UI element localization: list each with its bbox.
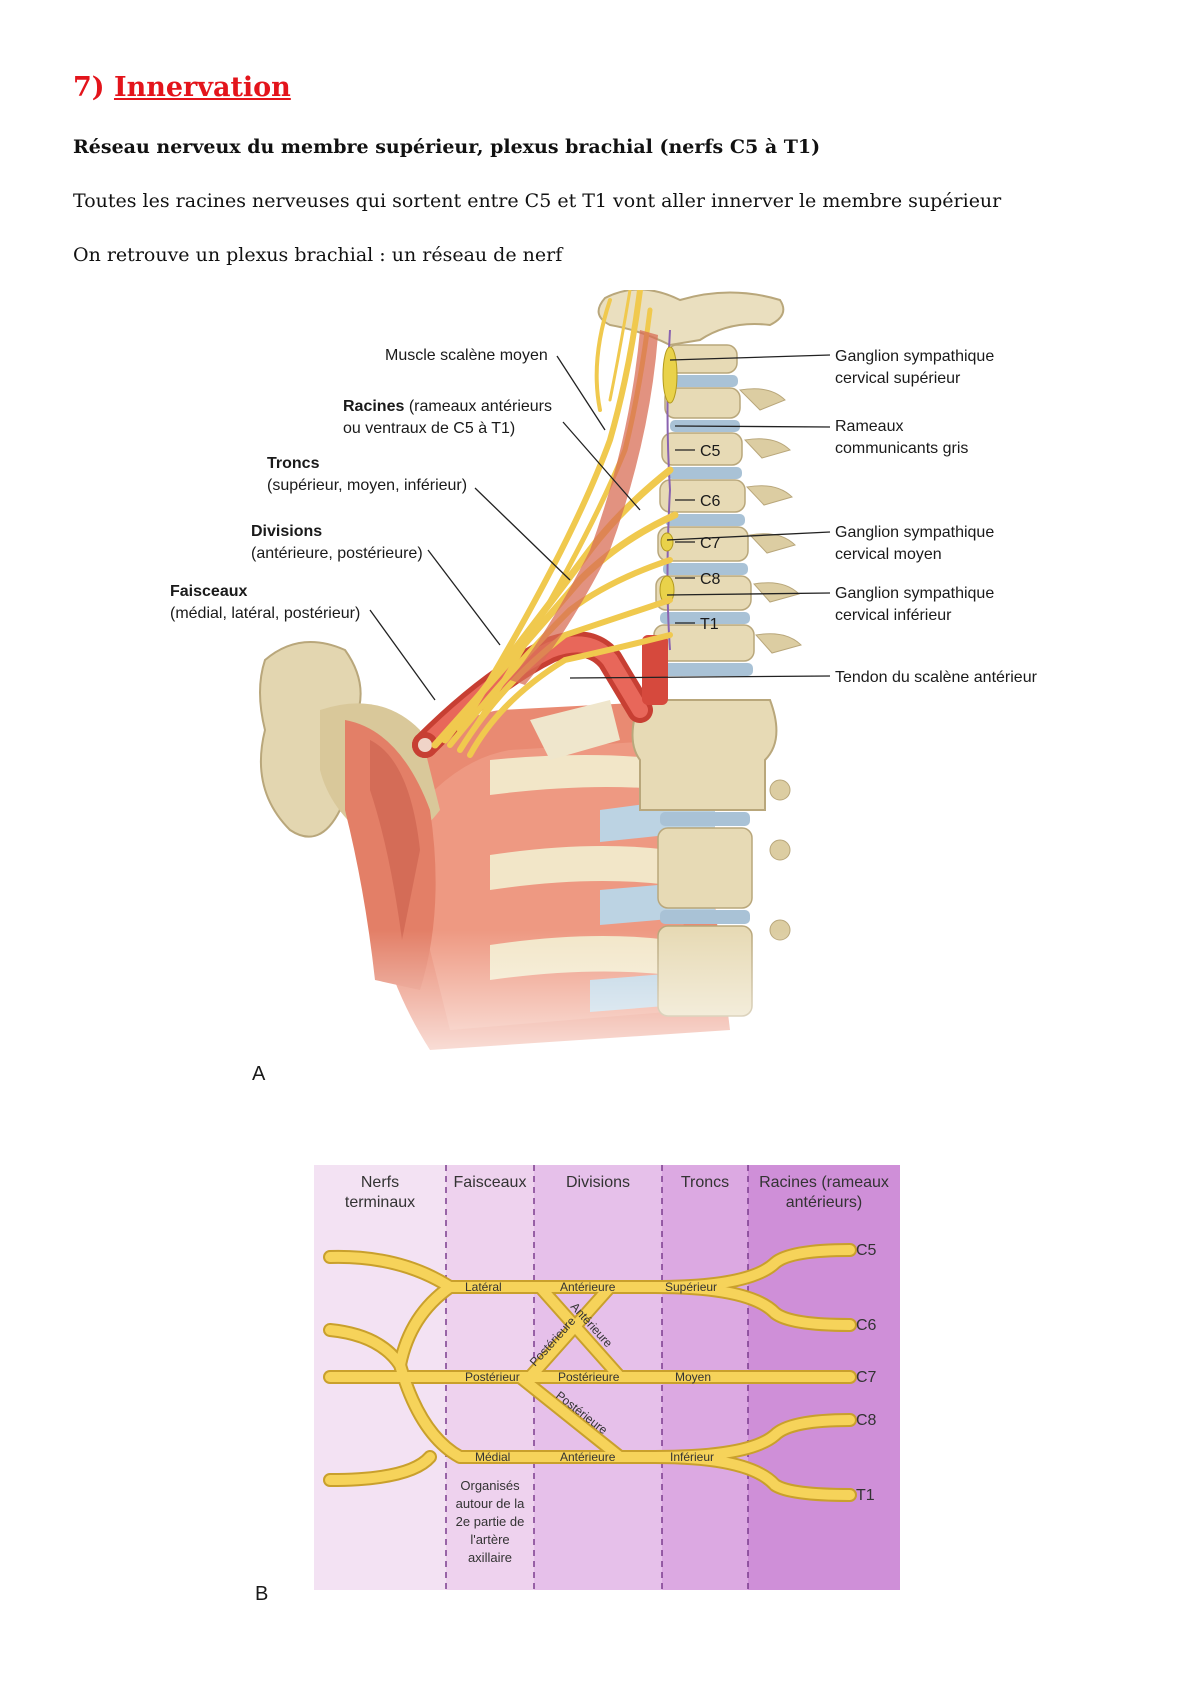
vertebra-label-c8: C8: [700, 571, 721, 588]
label-trunks-line2: (supérieur, moyen, inférieur): [267, 477, 467, 494]
note-line-1: Organisés: [460, 1478, 520, 1493]
label-middle-ganglion: Ganglion sympathique: [835, 524, 994, 541]
note-line-5: axillaire: [468, 1550, 512, 1565]
label-superior-ganglion-line2: cervical supérieur: [835, 370, 961, 387]
note-line-3: 2e partie de: [456, 1514, 525, 1529]
label-divisions-line2: (antérieure, postérieure): [251, 545, 423, 562]
label-middle-ganglion-line2: cervical moyen: [835, 546, 942, 563]
column-header-terminal-nerves: Nerfs: [361, 1174, 399, 1191]
label-roots-line2: ou ventraux de C5 à T1): [343, 420, 515, 437]
label-gray-rami-line2: communicants gris: [835, 440, 968, 457]
nerve-label-anterior-bottom: Antérieure: [560, 1450, 616, 1464]
label-roots: Racines (rameaux antérieurs: [343, 398, 552, 415]
panel-label-a: A: [252, 1063, 266, 1085]
brachial-plexus-illustration: Muscle scalène moyen Racines (rameaux an…: [170, 290, 1130, 1100]
nerve-label-lateral: Latéral: [465, 1280, 502, 1294]
arm-muscles: [345, 720, 436, 990]
root-label-c8: C8: [856, 1412, 877, 1429]
nerve-label-posterior-mid: Postérieure: [558, 1370, 620, 1384]
nerve-paths: [323, 1243, 857, 1502]
section-number: 7): [73, 72, 105, 103]
label-superior-ganglion: Ganglion sympathique: [835, 348, 994, 365]
nerve-label-posterior: Postérieur: [465, 1370, 520, 1384]
root-label-c5: C5: [856, 1242, 877, 1259]
panel-label-b: B: [255, 1583, 268, 1605]
section-heading: 7) Innervation: [73, 72, 291, 103]
column-header-cords: Faisceaux: [454, 1174, 527, 1191]
nerve-label-inferior: Inférieur: [670, 1450, 714, 1464]
vertebra-label-c6: C6: [700, 493, 721, 510]
axillary-artery-note: Organisés autour de la 2e partie de l'ar…: [456, 1478, 525, 1565]
nerve-label-middle: Moyen: [675, 1370, 711, 1384]
column-header-roots-line2: antérieurs): [786, 1194, 862, 1211]
note-line-2: autour de la: [456, 1496, 525, 1511]
nerve-label-medial: Médial: [475, 1450, 510, 1464]
label-gray-rami: Rameaux: [835, 418, 903, 435]
leader-lines: [369, 354, 831, 701]
vertebra-label-c7: C7: [700, 535, 721, 552]
nerve-label-superior: Supérieur: [665, 1280, 717, 1294]
label-scalene-tendon: Tendon du scalène antérieur: [835, 669, 1038, 686]
label-cords: Faisceaux: [170, 583, 247, 600]
nerve-label-anterior-top: Antérieure: [560, 1280, 616, 1294]
paragraph-1: Toutes les racines nerveuses qui sortent…: [73, 190, 1002, 212]
label-divisions: Divisions: [251, 523, 322, 540]
root-label-c7: C7: [856, 1369, 877, 1386]
section-title: Innervation: [113, 72, 291, 103]
label-scalene-muscle: Muscle scalène moyen: [385, 347, 548, 364]
label-trunks: Troncs: [267, 455, 320, 472]
root-label-c6: C6: [856, 1317, 877, 1334]
label-inferior-ganglion-line2: cervical inférieur: [835, 607, 952, 624]
label-inferior-ganglion: Ganglion sympathique: [835, 585, 994, 602]
plexus-nerves: [431, 290, 679, 758]
illustration-fade: [170, 930, 1130, 1100]
column-header-roots: Racines (rameaux: [759, 1174, 889, 1191]
vertebra-label-t1: T1: [700, 616, 719, 633]
brachial-plexus-diagram: Nerfs terminaux Faisceaux Divisions Tron…: [255, 1165, 900, 1605]
column-header-terminal-nerves-line2: terminaux: [345, 1194, 415, 1211]
column-header-trunks: Troncs: [681, 1174, 729, 1191]
sympathetic-chain: [659, 329, 678, 651]
scalene-muscle: [510, 330, 658, 685]
section-subtitle: Réseau nerveux du membre supérieur, plex…: [73, 136, 821, 158]
paragraph-2: On retrouve un plexus brachial : un rése…: [73, 244, 563, 266]
vertebra-label-c5: C5: [700, 443, 721, 460]
root-label-t1: T1: [856, 1487, 875, 1504]
label-cords-line2: (médial, latéral, postérieur): [170, 605, 360, 622]
note-line-4: l'artère: [470, 1532, 509, 1547]
column-header-divisions: Divisions: [566, 1174, 630, 1191]
